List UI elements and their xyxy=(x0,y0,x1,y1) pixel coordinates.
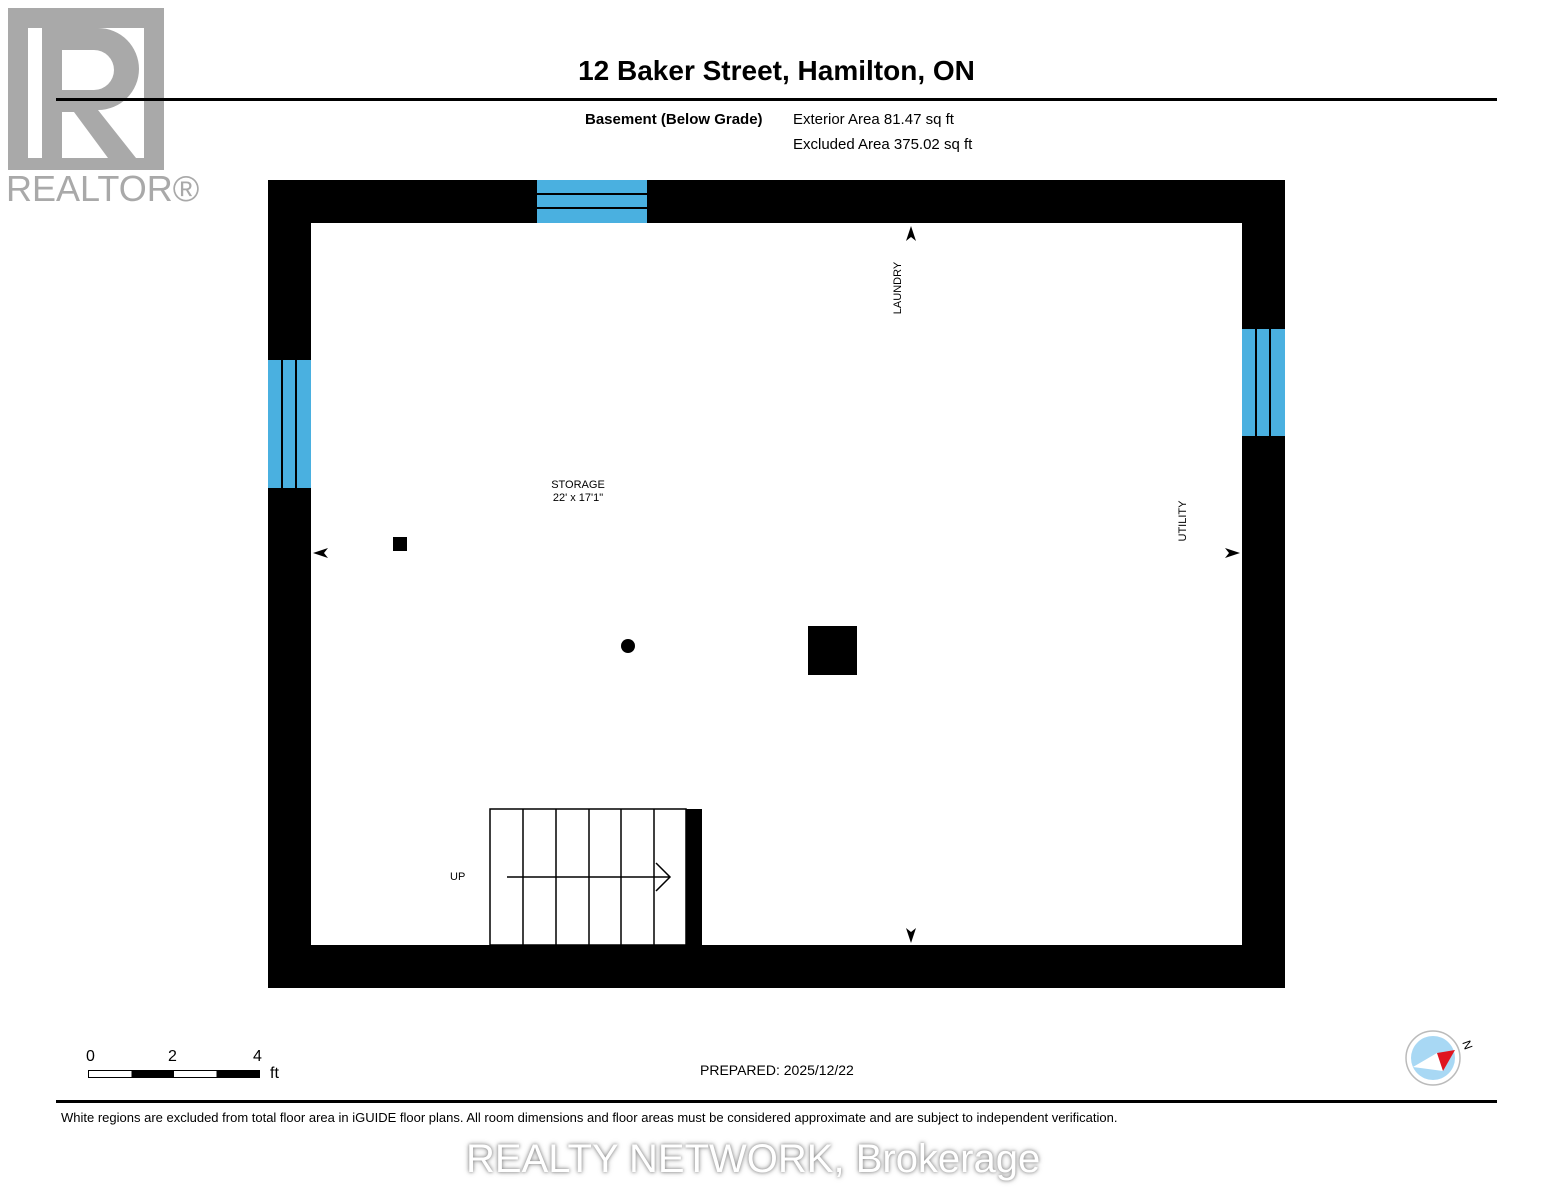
stairs xyxy=(489,808,687,946)
disclaimer: White regions are excluded from total fl… xyxy=(61,1110,1118,1125)
post xyxy=(393,537,407,551)
footer-divider xyxy=(56,1100,1497,1103)
level-name: Basement (Below Grade) xyxy=(585,111,763,128)
scale-tick: 2 xyxy=(168,1048,177,1065)
excluded-area: Excluded Area 375.02 sq ft xyxy=(793,136,973,153)
compass: N xyxy=(1405,1030,1475,1086)
arrow-up-icon xyxy=(906,226,916,241)
scale-unit: ft xyxy=(270,1065,279,1082)
chimney xyxy=(808,626,857,675)
window-left xyxy=(268,360,311,488)
page-title: 12 Baker Street, Hamilton, ON xyxy=(578,55,975,86)
laundry-label: LAUNDRY xyxy=(892,261,904,315)
compass-icon xyxy=(1405,1030,1461,1086)
window-top xyxy=(537,180,647,223)
drain xyxy=(621,639,635,653)
realtor-logo xyxy=(8,8,164,170)
room-name: STORAGE xyxy=(551,479,605,491)
arrow-left-icon xyxy=(313,548,328,558)
header-divider xyxy=(56,98,1497,101)
prepared-date: PREPARED: 2025/12/22 xyxy=(700,1062,854,1078)
scale-bar: 0 2 4 ft xyxy=(86,1046,286,1086)
utility-label: UTILITY xyxy=(1177,500,1189,542)
walls xyxy=(268,180,1285,988)
arrow-down-icon xyxy=(906,928,916,943)
window-right xyxy=(1242,329,1285,436)
exterior-area: Exterior Area 81.47 sq ft xyxy=(793,111,954,128)
room-dimensions: 22' x 17'1" xyxy=(552,492,604,504)
scale-tick: 0 xyxy=(86,1048,95,1065)
arrow-right-icon xyxy=(1225,548,1240,558)
realtor-logo-text: REALTOR® xyxy=(6,168,200,209)
stairs-up-label: UP xyxy=(450,871,466,883)
brokerage-watermark: REALTY NETWORK, Brokerage xyxy=(466,1137,1041,1181)
stair-wall xyxy=(686,809,702,945)
scale-tick: 4 xyxy=(253,1048,262,1065)
